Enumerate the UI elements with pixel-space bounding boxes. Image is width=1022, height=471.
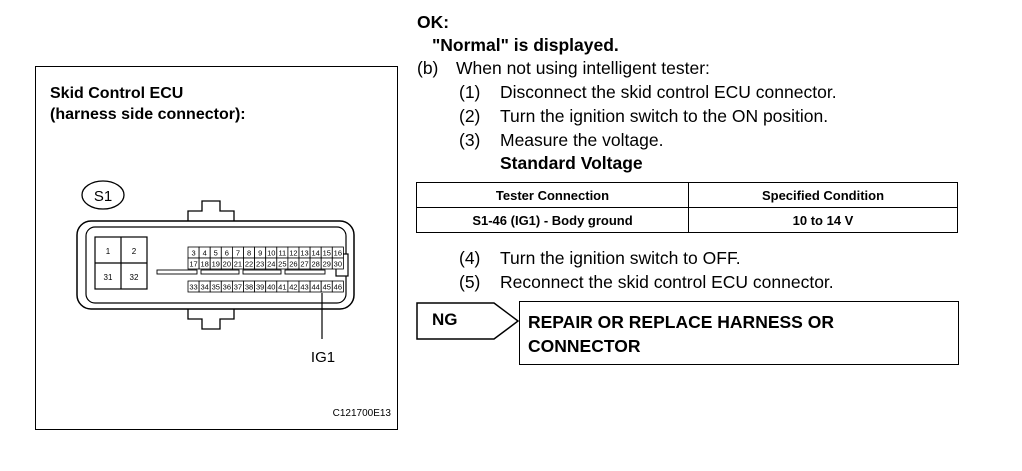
pin-29: 29: [323, 260, 331, 269]
pin-18: 18: [200, 260, 208, 269]
top-latch: [187, 200, 235, 221]
pin-17: 17: [189, 260, 197, 269]
pin-36: 36: [223, 283, 231, 292]
ok-label: OK:: [417, 12, 450, 32]
pin-33: 33: [189, 283, 197, 292]
spec-cell-condition: 10 to 14 V: [688, 207, 958, 233]
pin-9: 9: [258, 249, 262, 258]
pin-11: 11: [278, 249, 286, 258]
pin-5: 5: [214, 249, 218, 258]
figure-code: C121700E13: [332, 408, 391, 419]
connector-id-ellipse: [81, 180, 125, 210]
step-4-text: Turn the ignition switch to OFF.: [500, 248, 741, 268]
step-5-num: (5): [459, 272, 481, 292]
ng-result-box: REPAIR OR REPLACE HARNESS OR CONNECTOR: [519, 301, 959, 365]
pin-41: 41: [278, 283, 286, 292]
pin-24: 24: [267, 260, 275, 269]
ng-arrow-shape: [416, 302, 520, 340]
ng-label: NG: [432, 310, 458, 329]
pin-21: 21: [234, 260, 242, 269]
pin-40: 40: [267, 283, 275, 292]
pin-10: 10: [267, 249, 275, 258]
step-4-num: (4): [459, 248, 481, 268]
step-5-text: Reconnect the skid control ECU connector…: [500, 272, 834, 292]
pin-27: 27: [300, 260, 308, 269]
figure-title-line1: Skid Control ECU: [50, 85, 184, 102]
step-2-num: (2): [459, 106, 481, 126]
pin-31: 31: [104, 273, 113, 282]
spec-header-tester-connection: Tester Connection: [416, 182, 689, 208]
connector-figure: Skid Control ECU (harness side connector…: [35, 66, 398, 430]
spec-table: Tester Connection Specified Condition S1…: [416, 182, 958, 233]
pin-2: 2: [132, 247, 137, 256]
spec-cell-connection: S1-46 (IG1) - Body ground: [416, 207, 689, 233]
pin-1: 1: [106, 247, 111, 256]
pin-13: 13: [300, 249, 308, 258]
pin-34: 34: [200, 283, 208, 292]
step-3-text: Measure the voltage.: [500, 130, 664, 150]
ng-result-line2: CONNECTOR: [528, 336, 641, 356]
pin-46: 46: [334, 283, 342, 292]
pin-38: 38: [245, 283, 253, 292]
step-1-num: (1): [459, 82, 481, 102]
pin-16: 16: [334, 249, 342, 258]
pin-39: 39: [256, 283, 264, 292]
step-1-text: Disconnect the skid control ECU connecto…: [500, 82, 837, 102]
pin-43: 43: [300, 283, 308, 292]
pin-20: 20: [223, 260, 231, 269]
figure-title-line2: (harness side connector):: [50, 106, 246, 123]
ig1-pin-label: IG1: [311, 349, 335, 366]
pin-42: 42: [289, 283, 297, 292]
connector-id-text: S1: [94, 188, 112, 205]
pin-3: 3: [191, 249, 195, 258]
pin-25: 25: [278, 260, 286, 269]
spec-table-header-row: Tester Connection Specified Condition: [416, 182, 958, 208]
bottom-latch: [187, 309, 235, 330]
step-3-num: (3): [459, 130, 481, 150]
pin-15: 15: [323, 249, 331, 258]
step-2-text: Turn the ignition switch to the ON posit…: [500, 106, 829, 126]
pin-cell: [331, 257, 344, 270]
pin-45: 45: [323, 283, 331, 292]
spec-header-specified-condition: Specified Condition: [688, 182, 958, 208]
pin-44: 44: [311, 283, 319, 292]
pin-cell: [331, 280, 344, 293]
pin-35: 35: [212, 283, 220, 292]
pin-19: 19: [212, 260, 220, 269]
pin-37: 37: [234, 283, 242, 292]
figure-title: Skid Control ECU (harness side connector…: [50, 83, 246, 125]
pin-4: 4: [203, 249, 207, 258]
pin-26: 26: [289, 260, 297, 269]
step-b-text: When not using intelligent tester:: [456, 58, 710, 78]
ok-result: "Normal" is displayed.: [432, 35, 619, 55]
pin-14: 14: [311, 249, 319, 258]
pin-30: 30: [334, 260, 342, 269]
pin-28: 28: [311, 260, 319, 269]
pin-32: 32: [130, 273, 139, 282]
step-b-label: (b): [417, 58, 439, 78]
table-row: S1-46 (IG1) - Body ground 10 to 14 V: [416, 207, 958, 233]
standard-voltage-heading: Standard Voltage: [500, 153, 643, 173]
pin-23: 23: [256, 260, 264, 269]
pin-6: 6: [225, 249, 229, 258]
pin-22: 22: [245, 260, 253, 269]
pin-8: 8: [247, 249, 251, 258]
ng-result-line1: REPAIR OR REPLACE HARNESS OR: [528, 312, 834, 332]
pin-7: 7: [236, 249, 240, 258]
pin-12: 12: [289, 249, 297, 258]
